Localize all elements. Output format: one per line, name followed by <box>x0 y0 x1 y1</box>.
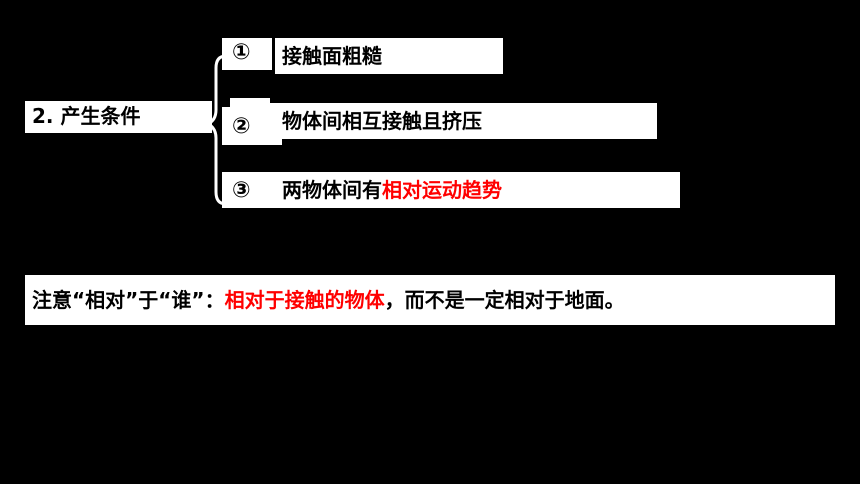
note-suffix: ，而不是一定相对于地面。 <box>384 288 625 312</box>
condition-1-number-box <box>222 38 272 70</box>
note-prefix: 注意“相对”于“谁”： <box>32 288 225 312</box>
note-box <box>25 275 835 325</box>
condition-1-box <box>275 38 503 74</box>
condition-1-text: 接触面粗糙 <box>282 44 382 68</box>
condition-3-text: 两物体间有相对运动趋势 <box>282 180 502 200</box>
condition-1-number: ① <box>232 40 251 65</box>
condition-2-box <box>270 103 657 139</box>
note-highlight: 相对于接触的物体 <box>224 288 385 312</box>
condition-3-number: ③ <box>232 178 251 203</box>
condition-2-number: ② <box>232 114 251 139</box>
brace-icon <box>204 54 227 206</box>
condition-2-text: 物体间相互接触且挤压 <box>282 109 482 133</box>
heading-box <box>25 101 212 133</box>
condition-3-text-black: 两物体间有 <box>282 178 382 202</box>
condition-2-number-tab <box>230 98 270 110</box>
note-text: 注意“相对”于“谁”：相对于接触的物体，而不是一定相对于地面。 <box>32 290 625 310</box>
condition-3-box <box>222 172 680 208</box>
heading-text: 2. 产生条件 <box>32 104 141 128</box>
condition-3-text-red: 相对运动趋势 <box>382 178 502 202</box>
